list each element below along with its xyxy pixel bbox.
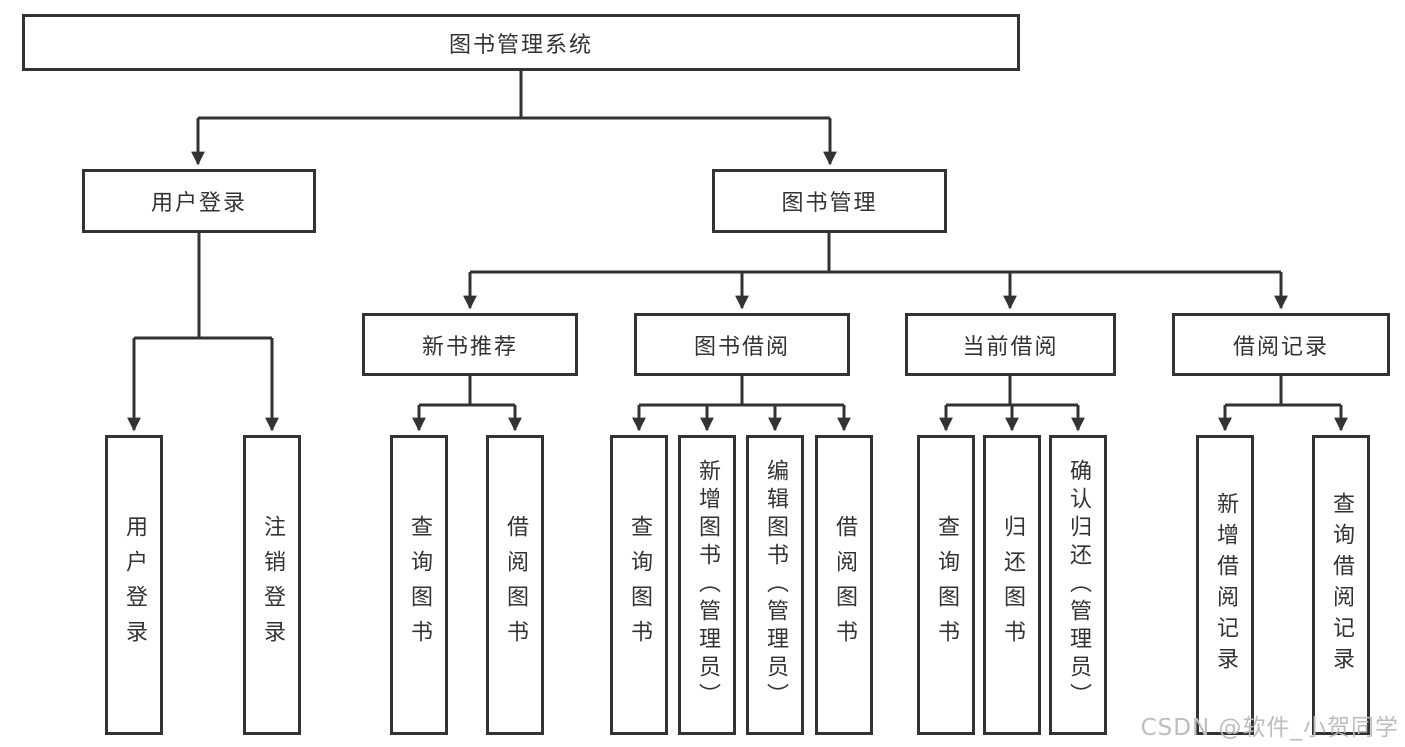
node-br-add-record-label: 新增借阅记录 [1213,492,1238,678]
node-borrowing-records: 借阅记录 [1172,313,1390,376]
node-book-management: 图书管理 [712,169,947,233]
node-bb-add-books-label: 新增图书（管理员） [695,459,720,711]
node-logout-action: 注销登录 [243,435,301,735]
node-root: 图书管理系统 [22,14,1020,71]
node-user-login-label: 用户登录 [150,191,247,216]
node-bb-query-books-label: 查询图书 [627,515,652,655]
node-user-login: 用户登录 [82,169,316,233]
node-login-action: 用户登录 [105,435,163,735]
node-bb-borrow-books-label: 借阅图书 [832,515,857,655]
node-nbr-query-books-label: 查询图书 [407,515,432,655]
node-br-add-record: 新增借阅记录 [1196,435,1254,735]
node-nbr-borrow-books: 借阅图书 [486,435,544,735]
node-cb-query-books-label: 查询图书 [934,515,959,655]
node-cb-confirm-return-label: 确认归还（管理员） [1066,459,1091,711]
node-logout-action-label: 注销登录 [260,515,285,655]
node-bb-borrow-books: 借阅图书 [815,435,873,735]
node-bb-query-books: 查询图书 [610,435,668,735]
node-br-query-record: 查询借阅记录 [1312,435,1370,735]
node-bb-edit-books: 编辑图书（管理员） [746,435,804,735]
node-login-action-label: 用户登录 [122,515,147,655]
node-new-book-recommend: 新书推荐 [362,313,578,376]
node-cb-confirm-return: 确认归还（管理员） [1049,435,1107,735]
node-nbr-borrow-books-label: 借阅图书 [503,515,528,655]
node-nbr-query-books: 查询图书 [390,435,448,735]
node-book-management-label: 图书管理 [781,191,878,216]
node-cb-return-books: 归还图书 [983,435,1041,735]
node-root-label: 图书管理系统 [448,32,593,58]
node-cb-query-books: 查询图书 [917,435,975,735]
node-current-borrowing-label: 当前借阅 [962,334,1059,360]
node-borrowing-records-label: 借阅记录 [1232,334,1329,360]
node-book-borrowing: 图书借阅 [634,313,850,376]
csdn-watermark: CSDN @软件_小贺同学 [1140,715,1399,741]
node-bb-edit-books-label: 编辑图书（管理员） [763,459,788,711]
node-current-borrowing: 当前借阅 [905,313,1116,376]
node-book-borrowing-label: 图书借阅 [693,334,790,360]
node-new-book-recommend-label: 新书推荐 [421,334,518,360]
node-bb-add-books: 新增图书（管理员） [678,435,736,735]
node-cb-return-books-label: 归还图书 [1000,515,1025,655]
node-br-query-record-label: 查询借阅记录 [1329,492,1354,678]
